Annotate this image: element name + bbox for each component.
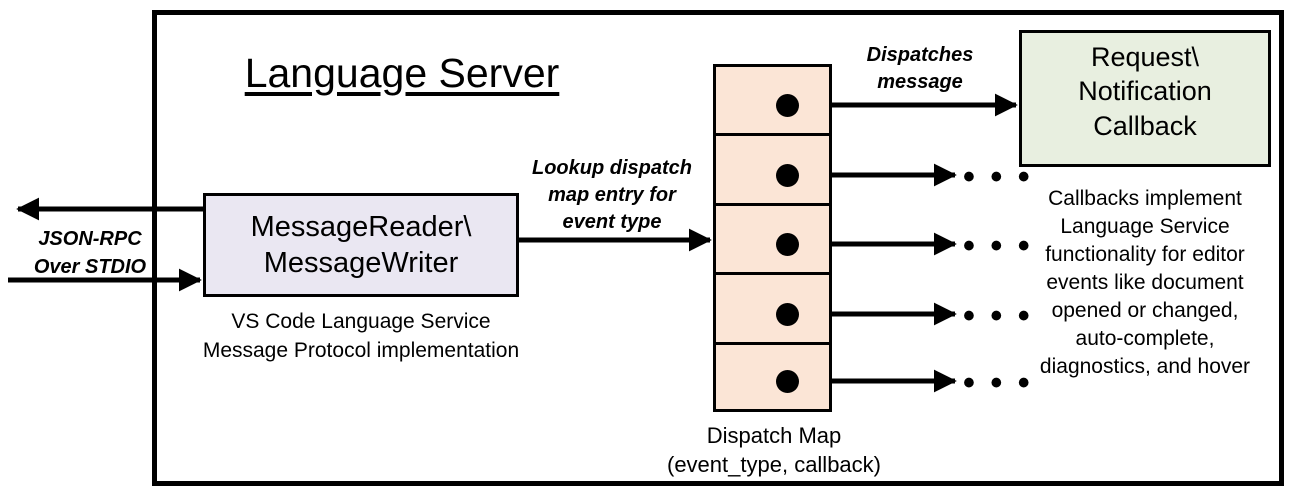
- message-reader-writer-caption: VS Code Language Service Message Protoco…: [202, 310, 520, 362]
- dispatch-map-entry-dot[interactable]: [776, 303, 799, 326]
- callback-description-caption: Callbacks implement Language Service fun…: [1039, 187, 1251, 378]
- dispatch-map-entry-dot[interactable]: [776, 233, 799, 256]
- jsonrpc-transport-label: JSON-RPC Over STDIO: [33, 228, 147, 278]
- request-notification-callback-label: Request\ Notification Callback: [1078, 42, 1212, 141]
- message-reader-writer-label: MessageReader\ MessageWriter: [250, 211, 472, 279]
- language-server-boundary: [152, 10, 1284, 486]
- dispatch-entry-5-ellipsis: • • •: [963, 364, 1033, 402]
- request-notification-callback-box[interactable]: [1019, 30, 1271, 167]
- dispatch-map-entry-dot[interactable]: [776, 164, 799, 187]
- dispatch-map-caption: Dispatch Map (event_type, callback): [667, 423, 881, 478]
- dispatch-map-row-divider: [713, 272, 832, 275]
- lookup-dispatch-label: Lookup dispatch map entry for event type: [532, 157, 692, 234]
- dispatch-map-entry-dot[interactable]: [776, 370, 799, 393]
- dispatch-entry-4-ellipsis: • • •: [963, 297, 1033, 335]
- dispatch-map-entry-dot[interactable]: [776, 94, 799, 117]
- dispatches-message-label: Dispatches message: [866, 44, 974, 94]
- dispatch-map-row-divider: [713, 133, 832, 136]
- page-title: Language Server: [244, 50, 560, 96]
- message-reader-writer-box[interactable]: [203, 193, 519, 297]
- dispatch-map-table[interactable]: [713, 64, 832, 412]
- dispatch-entry-3-ellipsis: • • •: [963, 227, 1033, 265]
- dispatch-entry-2-ellipsis: • • •: [963, 158, 1033, 196]
- dispatch-map-row-divider: [713, 342, 832, 345]
- dispatch-map-row-divider: [713, 203, 832, 206]
